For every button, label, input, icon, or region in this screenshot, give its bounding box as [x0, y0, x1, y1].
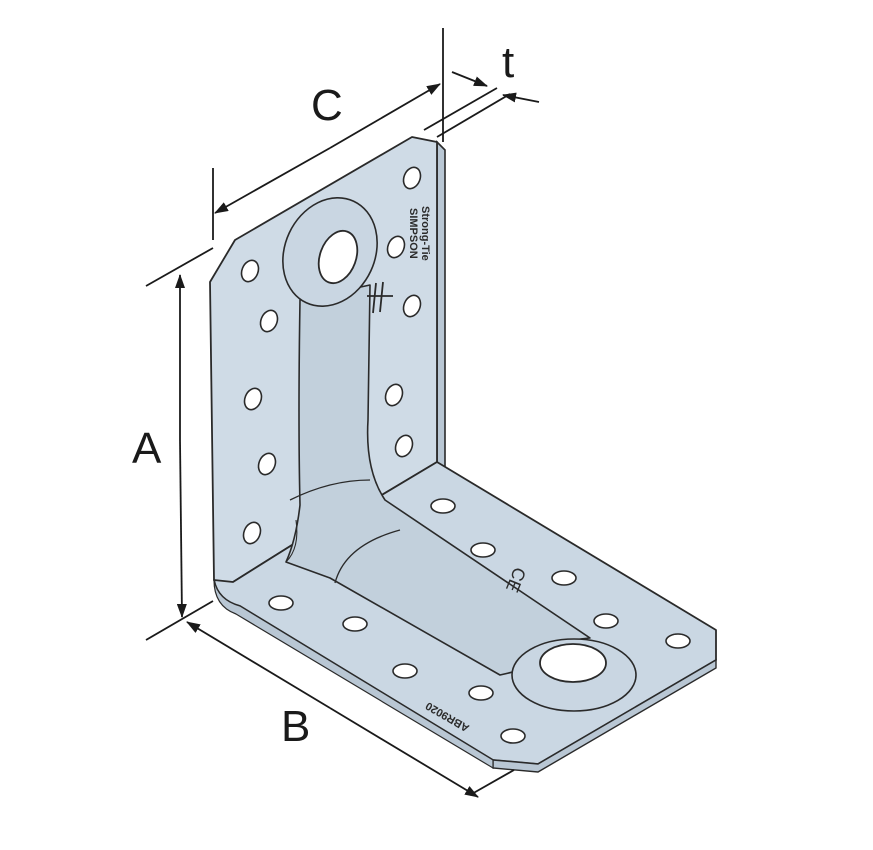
stiffening-rib [282, 197, 637, 712]
cross-mark-icon [367, 281, 393, 314]
dimension-lines [145, 28, 540, 798]
brand-stamp-line2: Strong-Tie [419, 206, 431, 261]
horizontal-nail-holes [268, 498, 691, 744]
nail-hole [430, 498, 456, 514]
nail-hole [268, 595, 294, 611]
nail-hole [259, 309, 279, 333]
dimension-b-line [186, 621, 331, 709]
nail-hole [394, 434, 414, 458]
brand-stamp-line1: SIMPSON [407, 208, 419, 259]
lower-anchor-hole [539, 643, 607, 683]
dimension-c-label: C [311, 81, 343, 130]
nail-hole [468, 685, 494, 701]
nail-hole [392, 663, 418, 679]
rib-body [285, 284, 591, 676]
nail-hole [402, 166, 422, 190]
nail-hole [384, 383, 404, 407]
nail-hole [257, 452, 277, 476]
nail-hole [386, 235, 406, 259]
dimension-t-line [451, 71, 488, 87]
nail-hole [551, 570, 577, 586]
upper-anchor-hole [317, 229, 359, 285]
nail-hole [470, 542, 496, 558]
dimension-c-line [329, 83, 441, 149]
dimension-b-label: B [281, 702, 310, 751]
dimension-a-label: A [132, 424, 162, 473]
nail-hole [342, 616, 368, 632]
nail-hole [240, 259, 260, 283]
nail-hole [665, 633, 691, 649]
nail-hole [242, 521, 262, 545]
vertical-nail-holes [240, 166, 422, 545]
nail-hole [243, 387, 263, 411]
dimension-t-label: t [502, 38, 514, 87]
nail-hole [500, 728, 526, 744]
nail-hole [402, 294, 422, 318]
nail-hole [593, 613, 619, 629]
